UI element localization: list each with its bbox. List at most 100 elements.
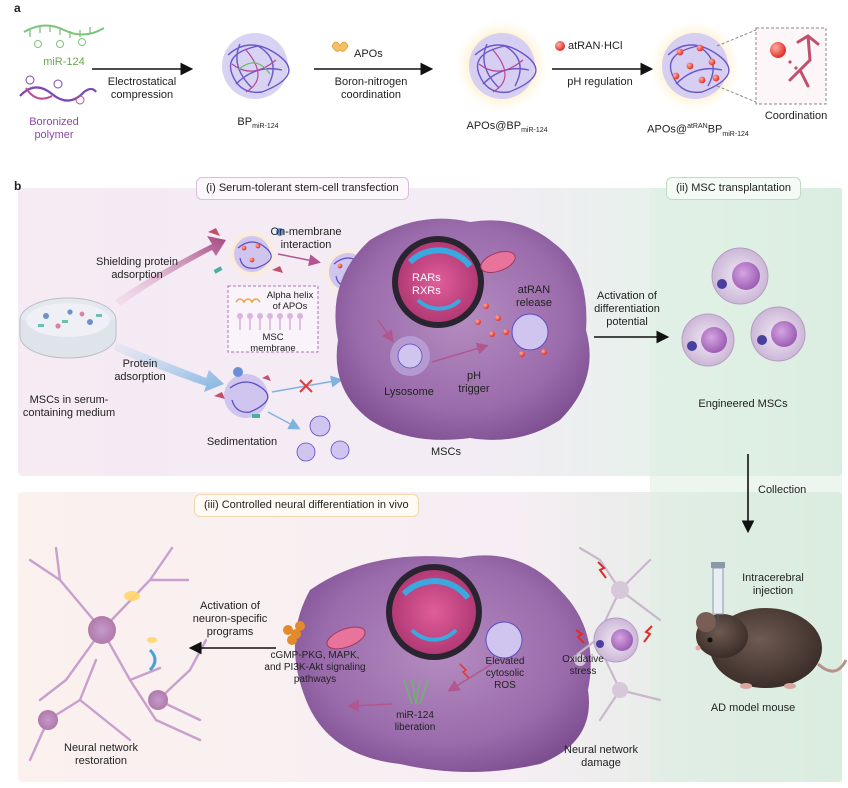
step2-label-2: coordination [341,89,401,101]
shielding-label-1: Shielding protein [96,256,178,268]
culture-dish [19,297,117,359]
ph-trigger-1: pH [466,370,482,382]
msc-membrane-label-2: membrane [250,343,296,354]
cgmp-label-1: cGMP-PKG, MAPK, [270,650,360,661]
panel-b-label: b [14,179,22,193]
damaged-somas [574,581,629,698]
mir-liberation-1: miR-124 [396,710,434,721]
alpha-label-2: of APOs [272,301,308,312]
sediment-particles [296,415,350,462]
restoration-label-2: restoration [75,755,127,767]
rars-label: RARs [412,272,441,284]
restoration-label-1: Neural network [64,742,138,754]
msc-cell-top [335,218,590,440]
mir124-label: miR-124 [43,56,85,68]
elevated-ros-2: cytosolic [485,668,525,679]
oxidative-label-2: stress [569,666,597,677]
alpha-helix-shape [235,298,261,304]
oxidative-label-1: Oxidative [562,654,604,665]
mir124-strand [23,24,105,48]
step3-label: pH regulation [567,76,633,88]
atran-icon [555,41,565,51]
elevated-ros-3: ROS [494,680,516,691]
activation-label-2: differentiation [594,303,660,315]
protein-label-2: adsorption [114,371,166,383]
final-nanoparticle [650,21,740,111]
stress-bolts [575,561,653,644]
step2-label-1: Boron-nitrogen [334,76,408,88]
ad-mouse-label: AD model mouse [710,702,796,714]
alpha-helix-box [227,285,319,353]
step1-label-2: compression [110,89,174,101]
apos-bp-nanoparticle [456,20,548,112]
final-label: APOs@atRANBPmiR-124 [647,123,749,138]
boronized-polymer [19,75,97,105]
activation-label-3: potential [606,316,648,328]
atran-release-1: atRAN [517,284,551,296]
ad-mouse [695,608,848,689]
damage-label-1: Neural network [564,744,638,756]
zoom-line-bottom [716,85,757,103]
section-i-box: (i) Serum-tolerant stem-cell transfectio… [196,177,409,200]
apos-label: APOs [354,48,383,60]
dish-label-1: MSCs in serum- [29,394,109,406]
dish-label-2: containing medium [22,407,116,419]
intracerebral-label-1: Intracerebral [742,572,804,584]
coordination-detail [770,34,820,88]
mscs-label: MSCs [431,446,461,458]
signaling-cluster [283,621,305,645]
apos-bp-label: APOs@BPmiR-124 [466,120,548,135]
section-iii-box: (iii) Controlled neural differentiation … [194,494,419,517]
shielding-arrow [115,236,226,306]
bp-label: BPmiR-124 [237,116,279,131]
block-cross [299,379,313,393]
panel-a [19,20,827,112]
sediment-arrow [267,411,301,430]
msc-membrane-label-1: MSC [262,332,284,343]
intracerebral-label-2: injection [752,585,794,597]
lysosome-label: Lysosome [384,386,434,398]
sedimentation-label: Sedimentation [206,436,278,448]
engineered-label: Engineered MSCs [698,398,788,410]
zoom-line-top [716,29,757,47]
section-ii-box: (ii) MSC transplantation [666,177,801,200]
protein-adsorbed-particle [214,367,271,418]
ph-trigger-2: trigger [458,383,490,395]
rxrs-label: RXRs [412,285,441,297]
cgmp-label-2: and PI3K-Akt signaling [264,662,366,673]
onmem-label-1: On-membrane [270,226,342,238]
axon-segment [148,648,157,672]
msc-cell-bottom [294,555,591,772]
injected-msc [593,617,639,663]
onmem-label-2: interaction [280,239,332,251]
mir-liberation-2: liberation [394,722,436,733]
engineered-mscs [681,247,806,367]
collection-label: Collection [758,484,807,496]
protein-arrow [114,342,224,392]
protein-label-1: Protein [122,358,158,370]
polymer-label-1: Boronized [29,116,79,128]
shielded-particle [208,228,284,280]
apos-icon [331,41,349,52]
neuro-activation-2: neuron-specific [192,613,268,625]
shielding-label-2: adsorption [111,269,163,281]
coordination-zoom-box [755,27,827,105]
damage-label-2: damage [581,757,621,769]
membrane-lipids [237,313,303,330]
elevated-ros-1: Elevated [485,656,525,667]
neuro-activation-3: programs [206,626,254,638]
step1-label-1: Electrostatical [107,76,177,88]
syringe-icon [711,562,725,630]
panel-a-label: a [14,1,21,15]
activation-label-1: Activation of [597,290,657,302]
onmem-arrow [277,253,321,267]
bp-nanoparticle [222,33,290,99]
coordination-label: Coordination [764,110,828,122]
alpha-label-1: Alpha helix [266,290,314,301]
atran-release-2: release [515,297,553,309]
neuron-somas [38,591,168,730]
cgmp-label-3: pathways [293,674,337,685]
atran-label: atRAN·HCl [568,40,623,52]
neuro-activation-1: Activation of [200,600,260,612]
